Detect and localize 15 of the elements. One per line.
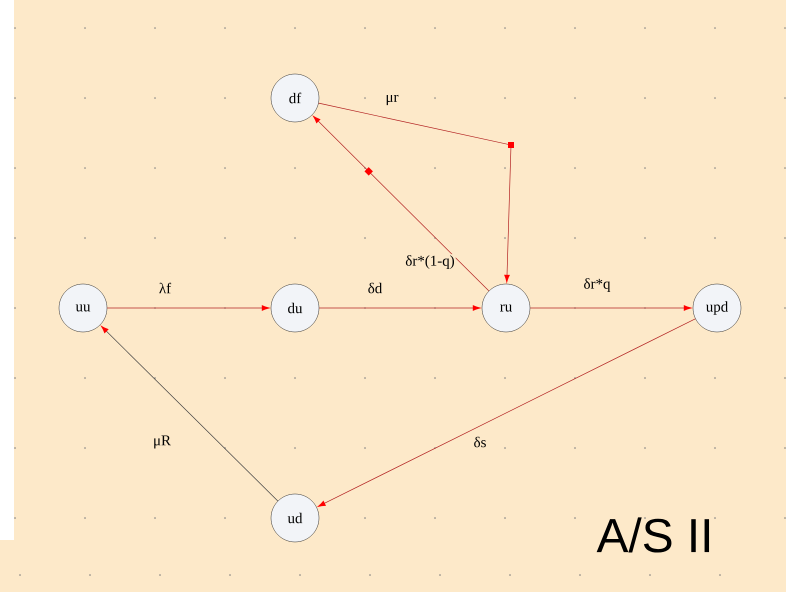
slide-label: A/S II [596,517,710,553]
arrow [318,318,696,507]
arrow [530,305,692,311]
arrow [318,305,481,311]
arrow [106,305,270,311]
edge-label: δr*(1-q) [404,254,456,270]
arrow [312,116,490,292]
edge-label: δr*q [582,277,612,293]
arrow [101,326,278,502]
edge-label: δs [472,436,488,448]
edge-label: λf [158,282,172,294]
arrow [318,102,514,283]
edge-label: μR [152,434,172,450]
edge-label: μr [384,94,400,106]
edge-label: δd [366,282,384,294]
